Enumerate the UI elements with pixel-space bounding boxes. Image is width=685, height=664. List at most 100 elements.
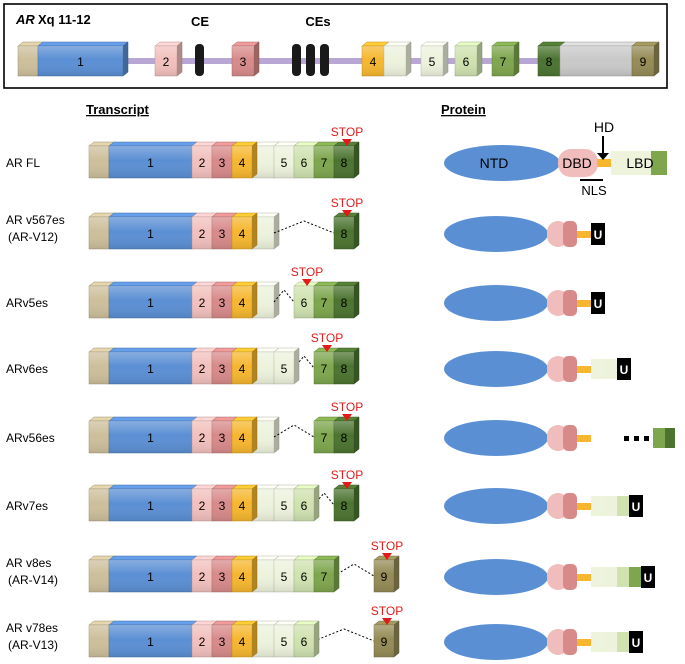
cryptic-exon-label: CE	[191, 14, 209, 29]
exon-4	[231, 416, 258, 454]
protein-ar-v78es: U	[444, 624, 643, 660]
nls-label: NLS	[581, 183, 607, 198]
exon-1	[108, 416, 198, 454]
stop-arrow	[342, 482, 352, 489]
hinge-domain	[577, 574, 591, 581]
unique-tail-label: U	[594, 228, 603, 242]
missing-dot	[624, 436, 629, 441]
hinge-domain	[577, 639, 591, 646]
exon-8	[333, 484, 360, 522]
stop-label: STOP	[331, 125, 363, 139]
ntd-domain	[444, 216, 548, 252]
exon-label-1: 1	[147, 227, 154, 241]
hinge-domain	[577, 231, 591, 238]
exon-6	[293, 484, 320, 522]
lbd-start	[591, 359, 605, 379]
exon-label-2: 2	[199, 570, 206, 584]
dbd-domain-b	[563, 290, 577, 316]
exon-4	[231, 555, 258, 593]
gene-3prime-region	[559, 41, 638, 77]
stop-arrow	[382, 618, 392, 625]
stop-arrow	[322, 345, 332, 352]
exon-label-3: 3	[219, 431, 226, 445]
exon-label-1: 1	[147, 635, 154, 649]
protein-ar-v8es: U	[444, 559, 655, 595]
exon-label-4: 4	[239, 296, 246, 310]
protein-ar-v56es	[444, 420, 675, 456]
exon-8	[333, 416, 360, 454]
exon-4	[231, 347, 258, 385]
transcript-name: AR v78es	[6, 621, 58, 635]
lbd-segment-5	[605, 359, 617, 379]
lbd-end	[651, 151, 667, 175]
exon-1	[108, 281, 198, 319]
exon-label-1: 1	[147, 296, 154, 310]
stop-label: STOP	[331, 196, 363, 210]
lbd-segment-6	[617, 632, 629, 652]
lbd-start	[591, 632, 605, 652]
transcript-name: ARv6es	[6, 362, 48, 376]
exon-8	[333, 347, 360, 385]
transcript-name: AR v567es	[6, 213, 65, 227]
unique-tail	[629, 495, 643, 517]
exon-label-9: 9	[381, 635, 388, 649]
cryptic-exon-ce-1	[195, 44, 204, 76]
exon-5	[273, 347, 300, 385]
hinge-domain	[577, 366, 591, 373]
transcript-alias: (AR-V13)	[8, 638, 58, 652]
gene-exon-1	[37, 41, 129, 77]
lbd-label: LBD	[626, 155, 653, 171]
exon-label-6: 6	[301, 156, 308, 170]
exon-label-8: 8	[341, 499, 348, 513]
exon-label-8: 8	[341, 156, 348, 170]
exon-4	[231, 281, 258, 319]
ntd-domain	[444, 488, 548, 524]
lbd-segment-5	[605, 496, 617, 516]
exon-label-1: 1	[147, 570, 154, 584]
exon-label-2: 2	[199, 499, 206, 513]
exon-label-2: 2	[199, 296, 206, 310]
splice-junction	[273, 424, 315, 438]
exon-6	[293, 620, 320, 658]
lbd-domain	[611, 151, 651, 175]
missing-dot	[634, 436, 639, 441]
utr-5prime	[88, 212, 115, 250]
hinge-domain	[577, 435, 591, 442]
exon-9	[373, 620, 400, 658]
transcript-name: AR v8es	[6, 556, 51, 570]
exon-label-5: 5	[281, 499, 288, 513]
transcript-name: AR FL	[6, 156, 40, 170]
stop-arrow	[342, 139, 352, 146]
protein-ar-v6es: U	[444, 351, 631, 387]
dbd-domain	[558, 149, 598, 177]
ntd-domain	[444, 285, 548, 321]
splice-junction	[273, 289, 295, 303]
lbd-segment-6	[617, 567, 629, 587]
unique-tail-label: U	[632, 636, 641, 650]
exon-label-6: 6	[301, 296, 308, 310]
exon-label-5: 5	[281, 635, 288, 649]
exon-label-9: 9	[381, 570, 388, 584]
exon-label-1: 1	[147, 362, 154, 376]
exon-label-8: 8	[341, 227, 348, 241]
exon-label-6: 6	[301, 499, 308, 513]
exon-8	[333, 212, 360, 250]
exon-label-4: 4	[239, 156, 246, 170]
exon-label-1: 1	[147, 431, 154, 445]
exon-label-6: 6	[301, 570, 308, 584]
hinge-domain	[577, 300, 591, 307]
protein-ar-v7es: U	[444, 488, 643, 524]
stop-arrow	[342, 210, 352, 217]
dbd-domain-b	[563, 629, 577, 655]
exon-label-5: 5	[281, 362, 288, 376]
protein-ar-v567es: U	[444, 216, 605, 252]
exon-4	[231, 141, 258, 179]
exon-2	[191, 141, 218, 179]
gene-exon-label-1: 1	[77, 55, 84, 69]
stop-label: STOP	[371, 539, 403, 553]
exon-4	[231, 620, 258, 658]
